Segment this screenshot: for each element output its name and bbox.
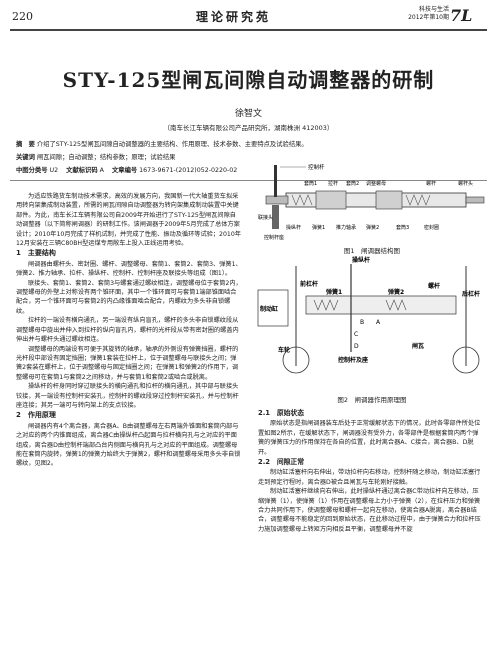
journal-info: 科技与生活 2012年第10期 xyxy=(403,6,449,22)
label-lever: 操纵杆 xyxy=(352,256,370,264)
label-spring1: 弹簧1 xyxy=(312,224,325,231)
article-title: STY-125型闸瓦间隙自动调整器的研制 xyxy=(62,68,435,92)
adjust-nut-part xyxy=(375,190,403,210)
label-wheel: 车轮 xyxy=(278,346,290,354)
lever-part xyxy=(272,205,279,229)
cls-value: U2 xyxy=(49,167,59,174)
paragraph: 闸调器由螺杆头、密封圈、螺杆、调整螺母、套筒1、套筒2、套筒3、弹簧1、弹簧2、… xyxy=(16,260,242,278)
figure2-caption: 图2 闸调器作用原理图 xyxy=(337,396,407,404)
screw-head-part xyxy=(465,196,485,204)
journal-name: 科技与生活 xyxy=(418,6,449,13)
keywords-label: 关键词 xyxy=(16,154,35,161)
journal-issue: 2012年第10期 xyxy=(408,14,449,21)
classification-line: 中图分类号 U2 文献标识码 A 文章编号 1673-9671-(2012)05… xyxy=(16,166,481,175)
keywords-text: 闸瓦间隙；自动调整；结构参数；原理；试验结果 xyxy=(36,154,176,161)
wheel xyxy=(282,346,310,374)
id-value: 1673-9671-(2012)052-0220-02 xyxy=(139,167,238,174)
paragraph: 操纵杆的杆身同时穿过联接头的横向通孔和拉杆的横向通孔，其中部与联接头铰接，其一端… xyxy=(16,383,239,409)
doc-value: A xyxy=(99,167,104,174)
figure1-structure-diagram: 控制杆 套筒1 拉杆 套筒2 调整螺母 螺杆 螺杆头 联接头 操纵杆 控制杆座 … xyxy=(258,163,485,241)
doc-label: 文献标识码 xyxy=(66,167,98,174)
right-column: 2.1 原始状态 原始状态是指闸调器装车后处于正常缓解状态下的情况，此时各零部件… xyxy=(258,408,484,534)
article-affiliation: （南车长江车辆有限公司产品研究所，湖南株洲 412003） xyxy=(163,124,334,132)
wheel xyxy=(452,346,480,374)
id-label: 文章编号 xyxy=(111,167,138,174)
connector-part xyxy=(265,195,289,205)
section-heading: 1 主要结构 xyxy=(16,249,56,258)
spring-coil xyxy=(291,194,313,206)
label-lever: 操纵杆 xyxy=(286,224,301,231)
label-connector: 联接头 xyxy=(258,214,273,221)
keywords-line: 关键词 闸瓦间隙；自动调整；结构参数；原理；试验结果 xyxy=(16,153,481,162)
label-sleeve1: 套筒1 xyxy=(304,180,317,187)
label-control-seat: 控制杆及座 xyxy=(338,356,368,364)
label-clutch-b: B xyxy=(360,319,364,326)
section-heading: 2 作用原理 xyxy=(16,411,56,420)
adjuster-body xyxy=(305,295,457,315)
abstract-label: 摘 要 xyxy=(16,141,35,148)
paragraph: 制动缸活塞杆向右伸出，带动拉杆向右移动，控制杆随之移动，制动缸活塞行走到预定行程… xyxy=(258,469,481,486)
page-number: 220 xyxy=(12,10,33,23)
label-control-rod: 控制杆 xyxy=(308,163,325,171)
label-spring1: 弹簧1 xyxy=(326,288,342,296)
spring-coil xyxy=(385,299,407,311)
label-spring2: 弹簧2 xyxy=(366,224,379,231)
figure1-caption: 图1 闸调器结构图 xyxy=(343,247,401,255)
label-clutch-d: D xyxy=(354,343,359,350)
subsection-heading: 2.1 原始状态 xyxy=(258,409,305,417)
label-screw-head: 螺杆头 xyxy=(458,180,473,187)
label-adjust-nut: 调整螺母 xyxy=(366,180,386,187)
label-brake-cyl: 制动缸 xyxy=(260,305,278,313)
paragraph: 制动缸活塞杆继续向右伸出，此时操纵杆通过离合器C带动拉杆向左移动，压缩弹簧（1）… xyxy=(258,488,481,533)
left-column: 为适应铁路货车制动技术需求，高效的发展方向，我国新一代大轴重货车拟采用转向架集成… xyxy=(16,192,242,469)
label-sleeve3: 套筒3 xyxy=(396,224,409,231)
paragraph: 为适应铁路货车制动技术需求，高效的发展方向，我国新一代大轴重货车拟采用转向架集成… xyxy=(16,193,241,248)
paragraph: 原始状态是指闸调器装车后处于正常缓解状态下的情况，此时各零部件所处位置如图2所示… xyxy=(258,420,481,456)
sleeve-part xyxy=(315,190,347,210)
article-author: 徐智文 xyxy=(234,109,262,119)
cls-label: 中图分类号 xyxy=(16,167,48,174)
figure2-principle-diagram: 制动缸 操纵杆 前杠杆 弹簧1 弹簧2 螺杆 后杠杆 B A C D 车轮 控制… xyxy=(257,256,480,374)
label-thrust-bearing: 推力轴承 xyxy=(336,224,356,231)
label-sleeve2: 套筒2 xyxy=(346,180,359,187)
label-seal: 密封圈 xyxy=(424,224,439,231)
paragraph: 调整螺母的两端设有可便于其旋转的轴承，轴承的外侧设有弹簧挡圈，螺杆的光杆段中部设… xyxy=(16,345,239,381)
paragraph: 拉杆的一端设有横向通孔，另一端设有纵向盲孔，螺杆的多头非自锁螺纹段从调整螺母中旋… xyxy=(16,317,239,344)
abstract-divider xyxy=(10,180,487,181)
header-rule xyxy=(10,29,487,31)
paragraph: 闸调器内有4个离合器，离合器A、B由调整螺母左右两端外锥面和套筒内部与之对应的两… xyxy=(16,422,241,468)
journal-logo: 7L xyxy=(450,6,473,25)
abstract-text: 介绍了STY-125型闸瓦间隙自动调整器的主要结构、作用原理、技术参数、主要特点… xyxy=(36,141,308,148)
spring-coil xyxy=(405,194,431,206)
column-name: 理论研究苑 xyxy=(196,10,272,24)
label-screw: 螺杆 xyxy=(426,180,436,187)
spring-coil xyxy=(313,299,339,311)
control-rod-part xyxy=(274,165,277,197)
brake-cylinder xyxy=(257,289,289,327)
label-front-lever: 前杠杆 xyxy=(300,280,318,288)
abstract-line: 摘 要 介绍了STY-125型闸瓦间隙自动调整器的主要结构、作用原理、技术参数、… xyxy=(16,140,481,149)
label-brake-shoe: 闸瓦 xyxy=(412,342,424,350)
label-pull-rod: 拉杆 xyxy=(328,180,338,187)
label-rear-lever: 后杠杆 xyxy=(462,290,480,298)
label-spring2: 弹簧2 xyxy=(388,288,404,296)
label-clutch-a: A xyxy=(376,319,381,326)
running-header: 220 理论研究苑 科技与生活 2012年第10期 7L xyxy=(0,0,497,34)
label-control-seat: 控制杆座 xyxy=(264,234,284,241)
paragraph: 联接头、套筒1、套筒2、套筒3与螺套通过螺纹相连，调整螺母位于套筒2内，调整螺母… xyxy=(16,279,242,315)
subsection-heading: 2.2 间隙正常 xyxy=(258,458,305,467)
label-screw: 螺杆 xyxy=(428,282,440,290)
label-clutch-c: C xyxy=(354,331,358,338)
